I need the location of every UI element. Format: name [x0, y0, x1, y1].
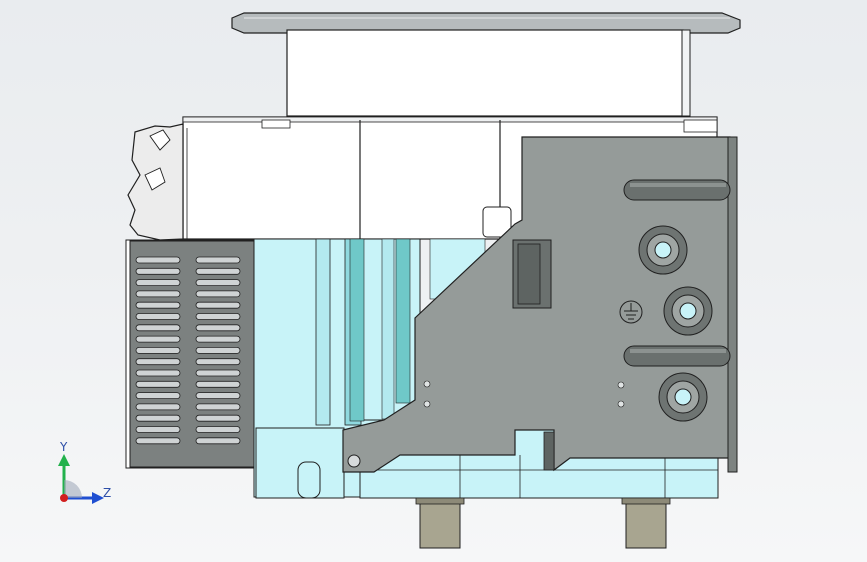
vent-slot — [135, 403, 181, 411]
lower-rod — [623, 345, 731, 367]
vent-slot — [195, 414, 241, 422]
vent-slot — [135, 346, 181, 354]
vent-slot — [135, 279, 181, 287]
vent-slot — [135, 380, 181, 388]
vent-slot — [135, 256, 181, 264]
vent-slot — [135, 290, 181, 298]
mounting-plate — [342, 136, 738, 473]
vent-slot — [195, 267, 241, 275]
vent-slot — [195, 346, 241, 354]
vent-slot — [195, 279, 241, 287]
triad-graphic — [58, 454, 104, 504]
vent-slot — [195, 324, 241, 332]
vent-slot — [195, 290, 241, 298]
vent-slot — [135, 392, 181, 400]
ground-symbol-icon — [619, 300, 643, 324]
vent-panel — [125, 239, 255, 469]
y-axis-label: Y — [60, 440, 68, 454]
vent-slot — [195, 369, 241, 377]
vent-slot — [195, 256, 241, 264]
terminal-right — [625, 497, 667, 549]
vent-slot — [135, 369, 181, 377]
vent-slot — [195, 301, 241, 309]
base-body — [253, 238, 719, 499]
vent-slot — [195, 380, 241, 388]
vent-slot — [195, 335, 241, 343]
vent-slot — [195, 392, 241, 400]
vent-slot — [135, 335, 181, 343]
vent-slot — [135, 358, 181, 366]
vent-slot — [195, 426, 241, 433]
vent-slot — [135, 301, 181, 309]
vent-slot — [135, 324, 181, 332]
bushing-top — [638, 225, 688, 275]
vent-slot — [195, 358, 241, 366]
bushing-middle — [663, 286, 713, 336]
z-axis-label: Z — [103, 486, 112, 500]
terminal-left — [419, 497, 461, 549]
upper-housing — [286, 29, 684, 117]
vent-slot — [135, 437, 181, 445]
vent-slot — [195, 313, 241, 320]
vent-slot — [195, 403, 241, 411]
vent-slot — [135, 414, 181, 422]
upper-rod — [623, 179, 731, 201]
vent-slot — [135, 313, 181, 320]
orientation-triad: Y Z — [40, 440, 130, 520]
vent-slot — [135, 426, 181, 433]
vent-slot — [195, 437, 241, 445]
bushing-bottom — [658, 372, 708, 422]
vent-slot — [135, 267, 181, 275]
